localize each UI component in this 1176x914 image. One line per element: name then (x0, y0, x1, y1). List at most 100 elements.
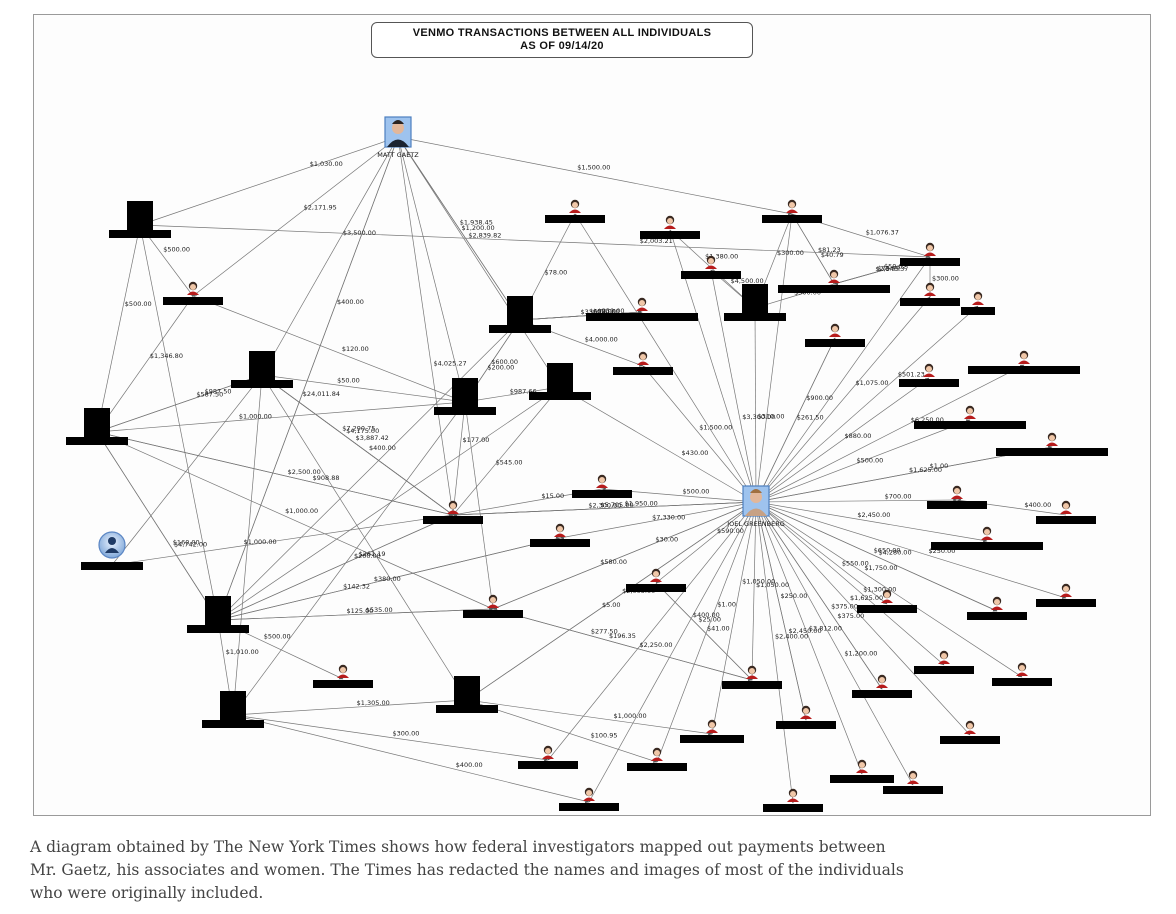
redacted-name-bar (81, 562, 143, 570)
woman-node (530, 523, 590, 547)
redacted-photo-block (452, 378, 478, 408)
woman-node (722, 665, 782, 689)
payment-amount-label: $4,175.00 (346, 427, 379, 435)
redacted-photo-block (249, 351, 275, 381)
payment-amount-label: $375.00 (831, 602, 858, 610)
payment-amount-label: $4,025.27 (434, 360, 467, 368)
payment-amount-label: $4,742.00 (174, 541, 207, 549)
payment-amount-label: $1.00 (717, 601, 736, 609)
redacted-name-bar (66, 437, 128, 445)
woman-node (586, 297, 698, 321)
redacted-name-bar (1036, 599, 1096, 607)
payment-edge (755, 364, 1025, 503)
payment-amount-label: $3,500.00 (343, 229, 376, 237)
woman-node (996, 432, 1108, 456)
payment-edge (452, 386, 561, 516)
payment-edge (397, 136, 561, 388)
woman-node (899, 363, 959, 387)
payment-edge (111, 374, 263, 566)
payment-amount-label: $2,300.00 (588, 501, 621, 509)
diagram-frame (33, 14, 1151, 816)
payment-edge (755, 419, 971, 503)
payment-edge (231, 374, 263, 716)
redacted-name-bar (724, 313, 786, 321)
payment-edge (755, 296, 931, 503)
payment-edge (492, 501, 757, 610)
payment-amount-label: $310.00 (758, 413, 785, 421)
redacted-name-bar (763, 804, 823, 812)
woman-node (940, 720, 1000, 744)
redacted-name-bar (961, 307, 995, 315)
payment-edge (559, 501, 757, 540)
payment-edge (139, 224, 931, 259)
payment-edge (192, 295, 466, 403)
redacted-name-bar (996, 448, 1108, 456)
payment-edge (755, 501, 795, 804)
payment-amount-label: $2,839.82 (468, 231, 501, 239)
redacted-node (231, 351, 293, 388)
payment-amount-label: $2,450.00 (857, 511, 890, 519)
payment-amount-label: $2,171.95 (304, 204, 337, 212)
woman-node (914, 650, 974, 674)
payment-edge (261, 374, 466, 404)
redacted-name-bar (109, 230, 171, 238)
woman-node (805, 323, 865, 347)
payment-amount-label: $650.00 (874, 546, 901, 554)
payment-edge (466, 501, 757, 701)
payment-amount-label: $5.00 (602, 601, 621, 609)
payment-edge (755, 501, 1023, 678)
payment-edge (452, 501, 757, 517)
diagram-title-line1: VENMO TRANSACTIONS BETWEEN ALL INDIVIDUA… (412, 27, 712, 39)
redacted-name-bar (778, 285, 890, 293)
payment-amount-label: $81.23 (818, 246, 841, 254)
payment-edge (232, 714, 549, 762)
payment-amount-label: $600.00 (491, 358, 518, 366)
payment-amount-label: $41.00 (707, 624, 730, 632)
redacted-photo-block (742, 284, 768, 314)
payment-edge (547, 501, 757, 761)
payment-amount-label: $587.50 (196, 390, 223, 398)
payment-amount-label: $550.00 (842, 559, 869, 567)
payment-amount-label: $300.00 (932, 275, 959, 283)
payment-amount-label: $500.00 (125, 300, 152, 308)
redacted-node (529, 363, 591, 400)
payment-amount-label: $545.00 (496, 458, 523, 466)
payment-edge (710, 501, 757, 735)
payment-edge (397, 136, 467, 403)
payment-edge (755, 497, 958, 503)
payment-edge (217, 319, 521, 621)
redacted-name-bar (434, 407, 496, 415)
image-caption: A diagram obtained by The New York Times… (30, 838, 904, 902)
payment-edge (232, 714, 590, 804)
payment-amount-label: $908.88 (313, 474, 340, 482)
node-name-label: JOEL GREENBERG (726, 520, 785, 528)
payment-amount-label: $1,625.00 (909, 466, 942, 474)
redacted-node (66, 408, 128, 445)
woman-node (680, 719, 744, 743)
payment-edge (655, 501, 757, 584)
payment-amount-label: $500.00 (264, 633, 291, 641)
payment-edge (492, 608, 753, 682)
payment-edge (397, 136, 793, 216)
payment-edge (466, 699, 658, 763)
redacted-name-bar (313, 680, 373, 688)
payment-edge (397, 136, 455, 516)
redacted-name-bar (231, 380, 293, 388)
redacted-name-bar (202, 720, 264, 728)
payment-amount-label: $1,050.00 (756, 581, 789, 589)
woman-node (857, 589, 917, 613)
redacted-name-bar (927, 501, 987, 509)
edge-label-layer: $1,030.00$3,500.00$1,938.45$2,839.82$2,0… (125, 160, 1051, 769)
woman-node (545, 199, 605, 223)
woman-node (900, 242, 960, 266)
payment-edge (96, 431, 454, 517)
payment-amount-label: $580.00 (600, 558, 627, 566)
payment-amount-label: $100.95 (591, 732, 618, 740)
payment-edge (139, 136, 399, 226)
woman-node (931, 526, 1043, 550)
payment-amount-label: $15.00 (541, 492, 564, 500)
redacted-name-bar (914, 666, 974, 674)
payment-edge (669, 229, 757, 503)
payment-edge (755, 445, 1053, 503)
